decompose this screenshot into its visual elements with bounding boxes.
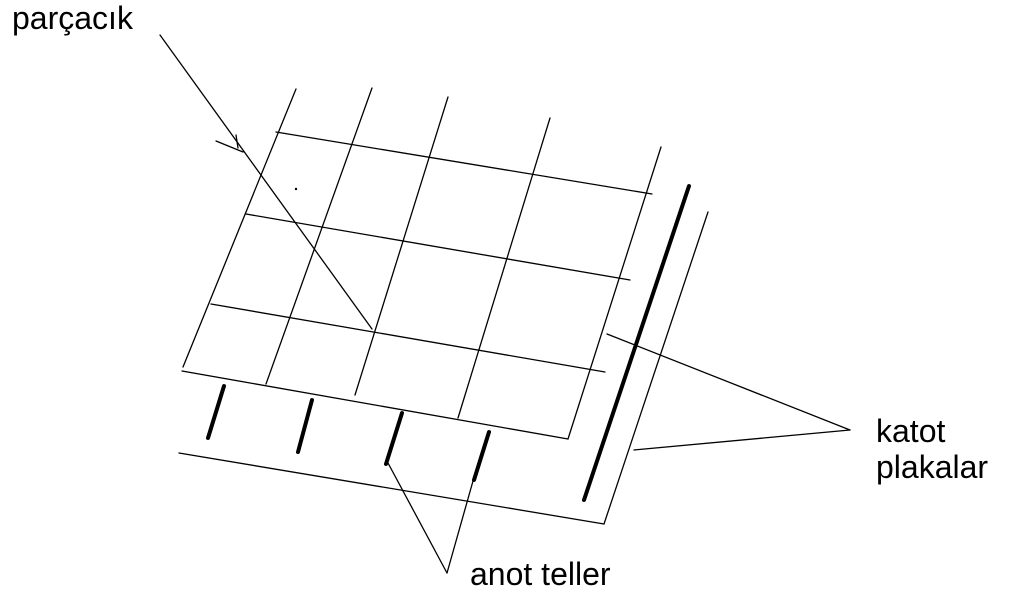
grid-s-line-4 <box>457 117 551 419</box>
grid-h-line-2 <box>245 213 631 281</box>
anode-wires <box>206 384 491 482</box>
grid-slanted-lines <box>182 87 662 440</box>
particle-track <box>159 34 373 330</box>
anode-pointer-1 <box>387 462 448 574</box>
cathode-pointer-2 <box>633 429 851 451</box>
particle-tick-1 <box>215 140 244 153</box>
lower-plane-right-edge <box>603 211 709 525</box>
cathode-pointer-1 <box>606 333 851 431</box>
anode-wires-label: anot teller <box>470 556 611 592</box>
anode-pointers <box>387 462 474 574</box>
grid-horizontal-lines <box>181 131 653 440</box>
anode-pointer-2 <box>446 480 474 574</box>
anode-wire-1 <box>206 384 226 440</box>
lower-plane-bottom-edge <box>178 452 605 525</box>
cathode-label-line-1: katot <box>876 413 946 449</box>
anode-wire-3 <box>384 411 404 466</box>
particle-tick-2 <box>235 134 239 149</box>
cathode-plates-label: katot plakalar <box>876 413 988 485</box>
grid-s-line-5 <box>567 146 662 440</box>
cathode-label-line-2: plakalar <box>876 449 989 485</box>
grid-s-line-3 <box>354 96 449 396</box>
grid-s-line-2 <box>265 87 373 385</box>
particle-dot <box>294 187 298 191</box>
cathode-pointers <box>606 333 851 451</box>
lower-plane <box>178 211 709 525</box>
particle-label: parçacık <box>12 0 133 36</box>
anode-wire-4 <box>472 430 491 482</box>
grid-h-line-3 <box>210 303 606 373</box>
grid-s-line-1 <box>182 88 297 368</box>
cathode-plate <box>582 184 691 502</box>
grid-h-line-1 <box>275 131 653 195</box>
grid-h-line-4 <box>181 370 569 440</box>
anode-wire-2 <box>296 398 314 454</box>
